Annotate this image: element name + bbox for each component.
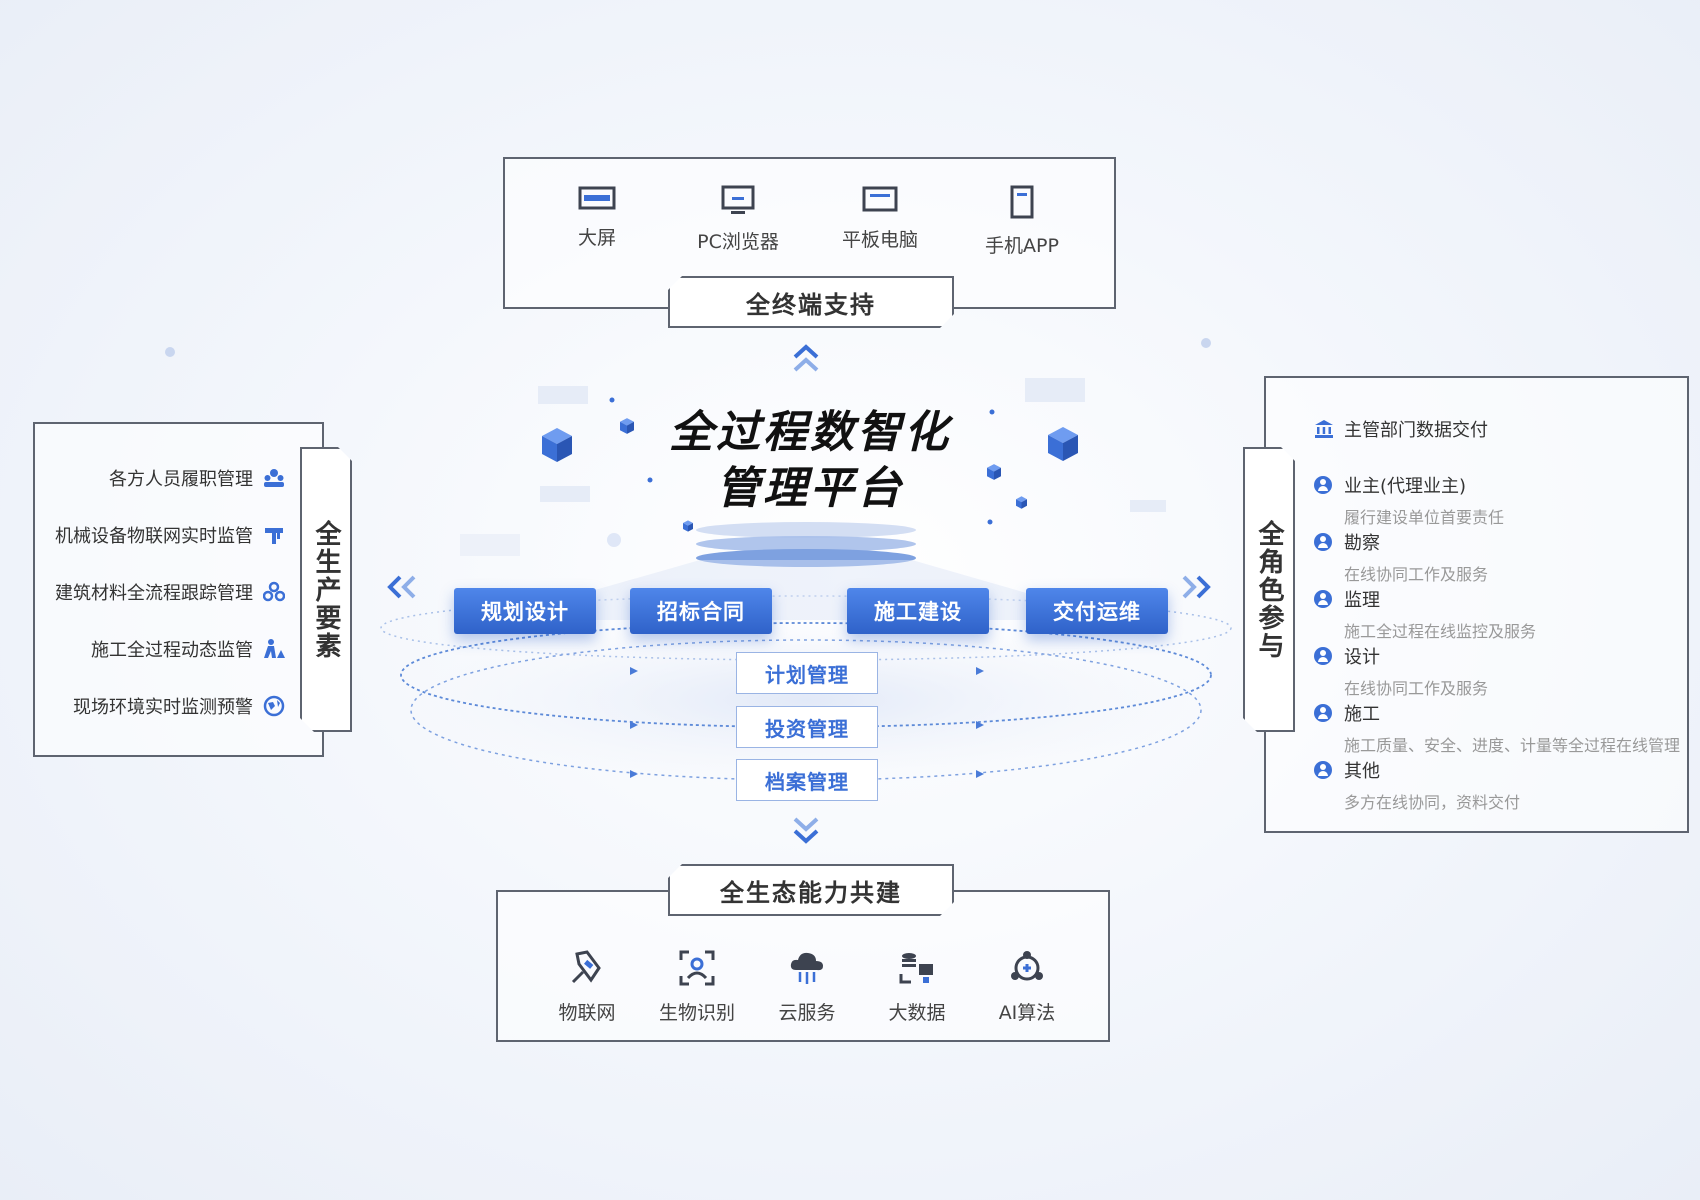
plan-management: 计划管理 [736,652,878,694]
ecosystem-item-cloud: 云服务 [752,950,862,1025]
cube-icon [987,464,1001,480]
cube-icon [1016,496,1027,509]
phone-icon [1010,185,1034,219]
user-icon [1314,476,1332,494]
user-icon [1314,647,1332,665]
all-roles-tag: 全角色参与 [1243,447,1295,732]
user-icon [1314,704,1332,722]
terminal-support-tag: 全终端支持 [668,276,954,328]
investment-management: 投资管理 [736,706,878,748]
machine-icon [265,528,283,544]
production-elements-tag: 全生产要素 [300,447,352,732]
list-item: 机械设备物联网实时监管 [55,522,285,548]
production-elements-tag-label: 全生产要素 [311,519,341,660]
platform-title: 全过程数智化 管理平台 [650,405,970,517]
list-item-government: 主管部门数据交付 [1314,416,1488,442]
people-icon [264,469,284,487]
ecosystem-item-big-data: 大数据 [862,950,972,1025]
user-icon [1314,533,1332,551]
production-elements-list: 各方人员履职管理 机械设备物联网实时监管 建筑材料全流程跟踪管理 施工全过程动态… [40,455,285,735]
worker-icon [264,639,285,658]
chevron-double-left-icon [387,575,416,599]
all-roles-tag-label: 全角色参与 [1254,519,1284,660]
terminal-item-phone: 手机APP [967,185,1077,258]
chevron-double-right-icon [1182,575,1211,599]
list-item: 建筑材料全流程跟踪管理 [55,579,285,605]
terminal-item-tablet: 平板电脑 [825,185,935,252]
ecosystem-item-iot: 物联网 [532,950,642,1025]
list-item-construction: 施工 施工质量、安全、进度、计量等全过程在线管理 [1314,700,1680,756]
archive-management: 档案管理 [736,759,878,801]
terminal-item-large-screen: 大屏 [542,185,652,250]
large-screen-icon [578,186,616,210]
ai-icon [1011,951,1043,981]
all-roles-list: 主管部门数据交付 业主(代理业主) 履行建设单位首要责任 勘察 在线协同工作及服… [1270,412,1680,812]
tablet-icon [862,186,898,212]
iot-icon [571,950,601,984]
phase-construction: 施工建设 [847,588,989,634]
list-item: 现场环境实时监测预警 [73,693,285,719]
platform-title-line1: 全过程数智化 [669,407,951,458]
list-item-other: 其他 多方在线协同，资料交付 [1314,757,1520,813]
cube-icon [683,520,693,532]
cube-icon [620,418,634,434]
big-data-icon [899,953,933,984]
list-item-design: 设计 在线协同工作及服务 [1314,643,1488,699]
cloud-icon [790,952,823,984]
cube-icon [542,428,572,462]
ecosystem-tag: 全生态能力共建 [668,864,954,916]
ecosystem-item-biometric: 生物识别 [642,950,752,1025]
cube-icon [1048,427,1078,461]
list-item: 各方人员履职管理 [109,465,285,491]
terminal-item-pc-browser: PC浏览器 [683,185,793,254]
all-roles-panel [1264,376,1689,833]
monitor-icon [721,185,755,214]
user-icon [1314,590,1332,608]
face-id-icon [679,950,715,986]
list-item-supervision: 监理 施工全过程在线监控及服务 [1314,586,1536,642]
globe-icon [263,695,285,717]
phase-planning-design: 规划设计 [454,588,596,634]
phase-bidding-contract: 招标合同 [630,588,772,634]
list-item: 施工全过程动态监管 [91,636,285,662]
list-item-survey: 勘察 在线协同工作及服务 [1314,529,1488,585]
list-item-owner: 业主(代理业主) 履行建设单位首要责任 [1314,472,1504,528]
chevron-down-icon [793,817,819,844]
materials-icon [263,581,285,602]
user-icon [1314,761,1332,779]
platform-title-line2: 管理平台 [716,463,904,514]
government-icon [1315,420,1333,438]
chevron-up-icon [793,344,819,372]
phase-delivery-operation: 交付运维 [1026,588,1168,634]
ecosystem-item-ai: AI算法 [972,950,1082,1025]
